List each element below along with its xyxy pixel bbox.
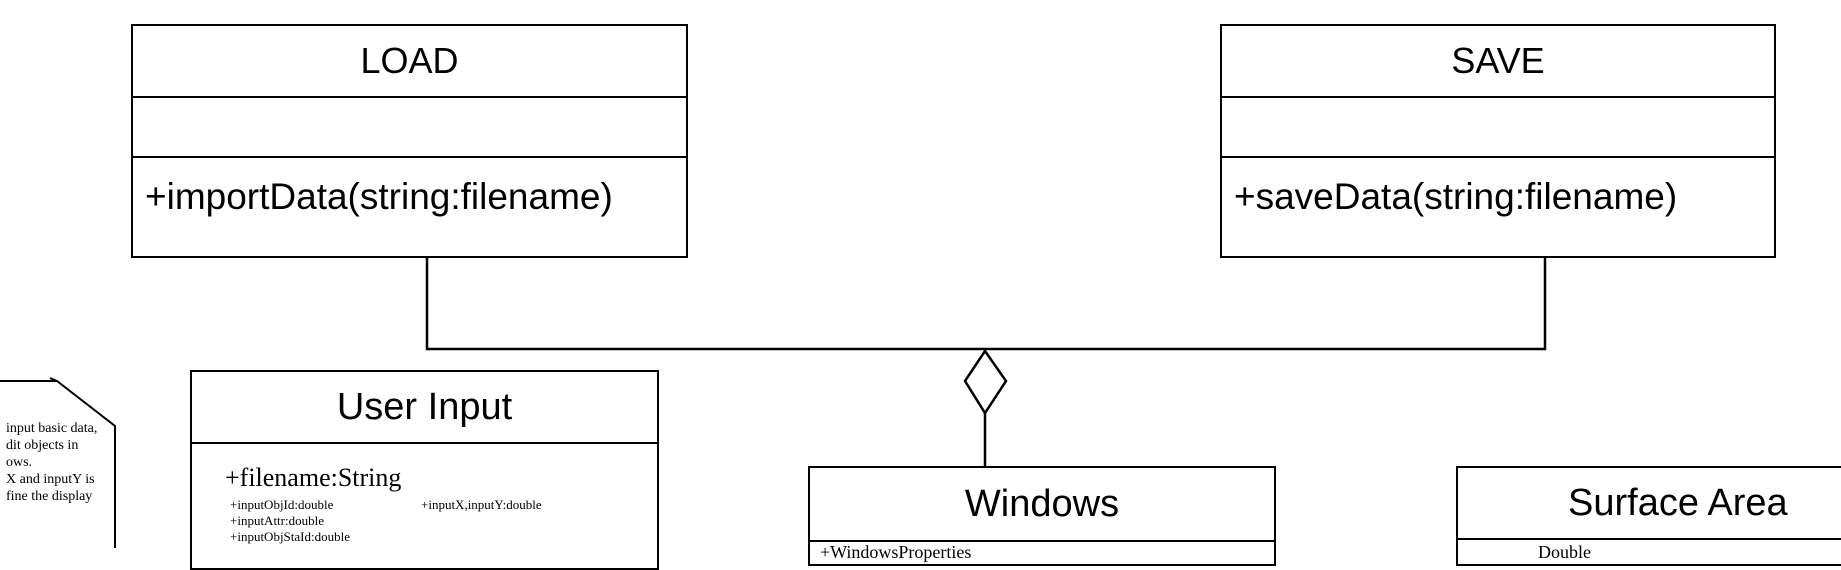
class-windows: Windows +WindowsProperties [808,466,1276,566]
user-input-attr: +inputObjStaId:double [230,529,350,544]
class-save-name: SAVE [1222,26,1774,98]
class-save-attributes [1222,96,1774,158]
note-line: input basic data, [6,421,98,436]
user-input-attr-xy: +inputX,inputY:double [421,497,542,512]
connectors [0,258,1547,548]
aggregation-line [425,258,1547,351]
class-save-method: +saveData(string:filename) [1234,176,1678,217]
class-windows-name: Windows [810,468,1274,542]
user-input-attr: +inputObjId:double [230,497,334,512]
uml-class-diagram: input basic data, dit objects in ows. X … [0,24,1841,570]
class-load-attributes [133,96,686,158]
class-user-input-name: User Input [192,372,657,444]
note-line: dit objects in [6,438,79,453]
windows-attr: +WindowsProperties [820,542,972,562]
class-save: SAVE +saveData(string:filename) [1220,24,1776,258]
class-load: LOAD +importData(string:filename) [131,24,688,258]
aggregation-diamond [963,348,1008,416]
note-line: X and inputY is [6,472,95,487]
note-fold [49,377,58,382]
note: input basic data, dit objects in ows. X … [0,420,115,505]
note-line: fine the display [6,489,93,504]
note-line: ows. [6,455,33,470]
class-load-name: LOAD [133,26,686,98]
surface-area-attr: Double [1538,542,1591,562]
user-input-attr-filename: +filename:String [225,463,402,492]
class-surface-area: Surface Area Double [1456,466,1841,566]
note-outline [0,380,116,548]
class-surface-area-name: Surface Area [1458,468,1841,540]
class-user-input: User Input +filename:String +inputObjId:… [190,370,659,570]
user-input-attr: +inputAttr:double [230,513,324,528]
class-load-method: +importData(string:filename) [145,176,613,217]
